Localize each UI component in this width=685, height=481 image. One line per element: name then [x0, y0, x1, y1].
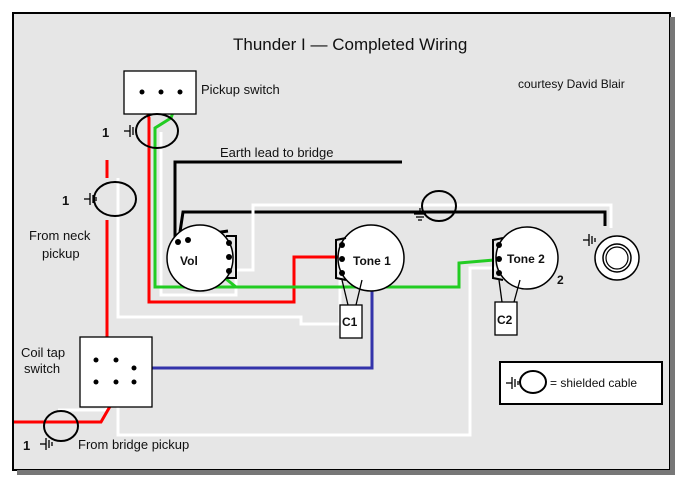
coil-tap-label-1: Coil tap — [21, 345, 65, 360]
tone2-label: Tone 2 — [507, 252, 545, 266]
vol-label: Vol — [180, 254, 198, 268]
potentiometer-icon — [166, 224, 237, 292]
neck-pickup-label-1: From neck — [29, 228, 91, 243]
shielded-cable-icon — [421, 190, 457, 222]
neck-cable-number: 1 — [102, 125, 109, 140]
blue-wire — [137, 275, 374, 370]
legend-box: = shielded cable — [499, 361, 663, 405]
potentiometer-icon — [335, 224, 405, 292]
neck-pickup-number: 1 — [62, 193, 69, 208]
bridge-pickup-number: 1 — [23, 438, 30, 453]
coil-tap-label-2: switch — [24, 361, 60, 376]
credit-text: courtesy David Blair — [518, 77, 625, 91]
tone2-number: 2 — [557, 273, 564, 287]
legend-text: = shielded cable — [550, 376, 637, 390]
tone1-label: Tone 1 — [353, 254, 391, 268]
bridge-pickup-label: From bridge pickup — [78, 437, 189, 452]
neck-pickup-label-2: pickup — [42, 246, 80, 261]
diagram-title: Thunder I — Completed Wiring — [233, 35, 467, 54]
shielded-cable-icon — [519, 370, 547, 394]
shielded-cable-icon — [43, 410, 79, 442]
c1-label: C1 — [342, 315, 358, 329]
potentiometer-icon — [492, 226, 559, 290]
output-jack-icon — [594, 235, 640, 281]
pickup-switch — [123, 70, 197, 115]
c2-label: C2 — [497, 313, 513, 327]
pickup-switch-label: Pickup switch — [201, 82, 280, 97]
frame-shadow-bottom — [17, 470, 675, 475]
shielded-cable-icon — [93, 181, 137, 217]
frame-shadow-right — [670, 17, 675, 474]
coil-tap-switch — [79, 336, 153, 408]
capacitor-icon — [494, 279, 521, 336]
earth-lead-label: Earth lead to bridge — [220, 145, 333, 160]
capacitor-icon — [339, 279, 363, 339]
